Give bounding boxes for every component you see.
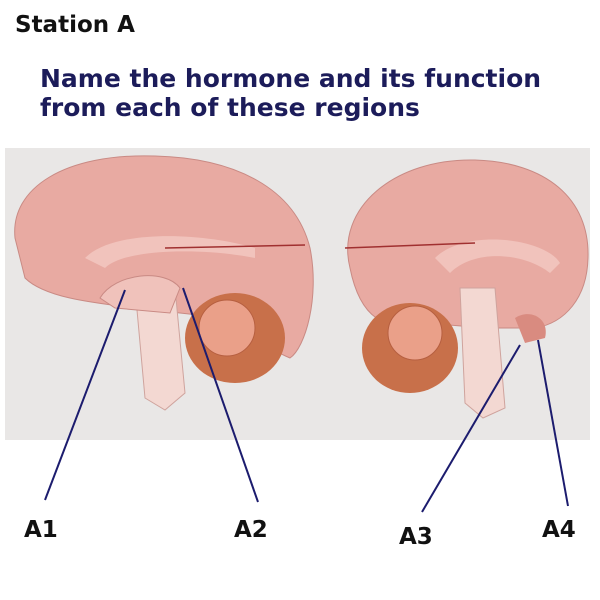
instruction-text: Name the hormone and its function from e… [40, 64, 541, 122]
pointer-a3 [421, 344, 521, 513]
station-title: Station A [15, 12, 135, 38]
pointer-a2 [182, 287, 259, 503]
pointer-a4 [537, 339, 569, 507]
label-a2: A2 [234, 517, 268, 543]
instruction-line-1: Name the hormone and its function [40, 64, 542, 93]
instruction-line-2: from each of these regions [40, 93, 420, 122]
label-a3: A3 [399, 524, 433, 550]
right-brain-half [344, 159, 589, 419]
label-a4: A4 [542, 517, 576, 543]
pointer-a1 [44, 289, 126, 501]
label-a1: A1 [24, 517, 58, 543]
